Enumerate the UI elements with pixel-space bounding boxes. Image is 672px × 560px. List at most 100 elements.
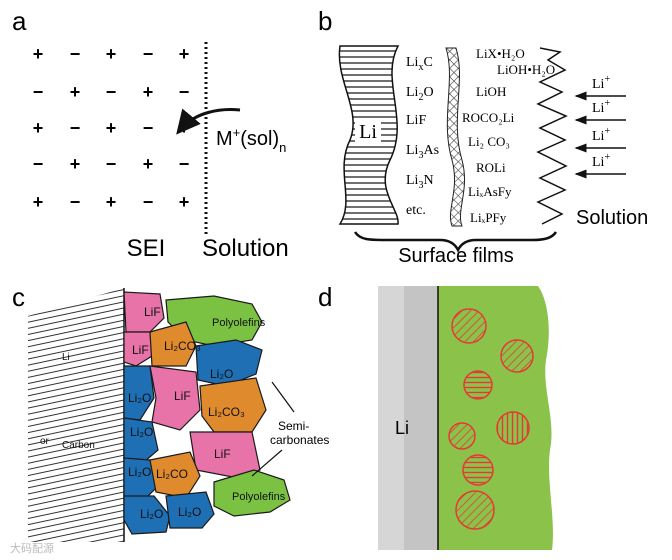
panel-b-letter: b [318,6,332,36]
li-ion-label: Li+ [592,74,610,92]
grain-li2co3-low [149,451,201,499]
grain-li2o-left [123,365,155,421]
electrode-label-or: or [40,436,50,447]
outer-species-item: LiₓAsFy [468,184,512,199]
charge-sign: − [143,118,154,138]
inner-species-item: Li3N [406,173,434,191]
charge-sign: − [143,192,154,212]
grain-label-polyolefins-top: Polyolefins [212,317,266,329]
sei-label: SEI [127,235,166,262]
inner-species-item: LixC [406,55,433,73]
charge-sign: − [70,118,81,138]
charge-sign: + [179,192,190,212]
grain-label-polyolefins-bottom: Polyolefins [232,491,286,503]
grain-label-li2o-bottom: Li₂O [178,505,201,519]
charge-sign: + [143,82,154,102]
charge-sign: + [33,118,44,138]
particle-2 [500,339,534,373]
grain-label-lif-mid: LiF [174,389,191,403]
inner-species-item: etc. [406,203,426,218]
charge-sign: + [33,192,44,212]
li-label-bg [355,118,381,144]
grain-label-li2o-bottom-left: Li₂O [140,507,163,521]
grain-label-li2o-low-left: Li₂O [128,465,151,479]
charge-sign: − [33,82,44,102]
grain-li2o-bottom-left [123,495,171,535]
grain-li2o-mid [123,417,159,463]
ion-arrow [176,108,241,135]
grain-li2o-low-left [123,457,157,501]
electrode-label-carbon: Carbon [62,440,95,451]
charge-sign: − [106,154,117,174]
grain-label-lif-low: LiF [214,447,231,461]
panel-d-letter: d [318,282,332,312]
charge-sign: + [70,154,81,174]
grain-li2co3-top [149,321,197,367]
grain-label-li2co3-mid: Li₂CO₃ [208,405,245,419]
grain-li2o-bottom [165,491,215,529]
li-ion-label: Li+ [592,126,610,144]
semicarbonates-label-2: carbonates [270,433,329,447]
solution-label-b: Solution [576,207,648,229]
charge-sign: + [106,192,117,212]
grain-li2o-blue-right [195,339,263,387]
callout-line-1 [271,381,295,413]
watermark: 大码配源 [10,541,54,555]
charge-grid: +−+−+−+−+−+−+−+−+−+−+−+−+ [33,44,190,212]
outer-species-item: ROLi [476,160,506,175]
particle-7 [455,490,495,530]
charge-sign: − [179,154,190,174]
li-electrode-label-b: Li [359,121,377,143]
li-carbon-electrode [28,288,124,542]
panel-a-letter: a [12,6,27,36]
charge-sign: − [106,82,117,102]
inner-species-item: Li2O [406,85,434,103]
charge-sign: − [33,154,44,174]
grain-lif-small [123,331,153,367]
porous-layer-zigzag [536,47,568,225]
li-ion-label: Li+ [592,152,610,170]
particle-5 [448,422,476,450]
panel-c-letter: c [12,282,25,312]
charge-sign: + [179,44,190,64]
outer-species-item: LiₓPFy [470,210,507,225]
semicarbonates-label-1: Semi- [278,419,309,433]
outer-species-item: ROCO₂Li [462,110,515,125]
charge-sign: − [143,44,154,64]
grain-label-li2co3-top: Li₂CO₃ [164,339,201,353]
charge-sign: + [70,82,81,102]
charge-sign: − [179,82,190,102]
grain-polyolefins-bottom [213,469,291,517]
charge-sign: + [106,44,117,64]
grain-label-lif-top: LiF [144,305,161,319]
electrode-label-li: Li [62,352,70,363]
solution-label-a: Solution [202,235,289,262]
grain-label-li2o-left: Li₂O [128,391,151,405]
surface-films-bracket [353,231,558,253]
panel-d: d Li [318,282,553,550]
particle-3 [463,370,493,400]
outer-species-item: LiOH [476,84,506,99]
outer-species-item: Li₂ CO₃ [468,134,510,149]
li-electrode-label-d: Li [395,418,409,438]
panel-a: a +−+−+−+−+−+−+−+−+−+−+−+−+ M+(sol)n SEI… [12,6,289,262]
charge-sign: + [106,118,117,138]
li-ion-arrows: Li+ Li+ Li+ Li+ [574,74,626,179]
grain-lif-mid [149,365,201,431]
inner-species-item: LiF [406,113,426,128]
charge-sign: + [143,154,154,174]
inner-species-item: Li3As [406,143,439,161]
li-ion-label: Li+ [592,98,610,116]
outer-species-item: LiX•H₂O [476,46,525,61]
particle-1 [451,308,487,344]
ion-label: M+(sol)n [216,125,286,155]
li-metal-highlight [378,286,404,550]
callout-line-2 [251,449,283,477]
compact-layer [445,47,466,227]
